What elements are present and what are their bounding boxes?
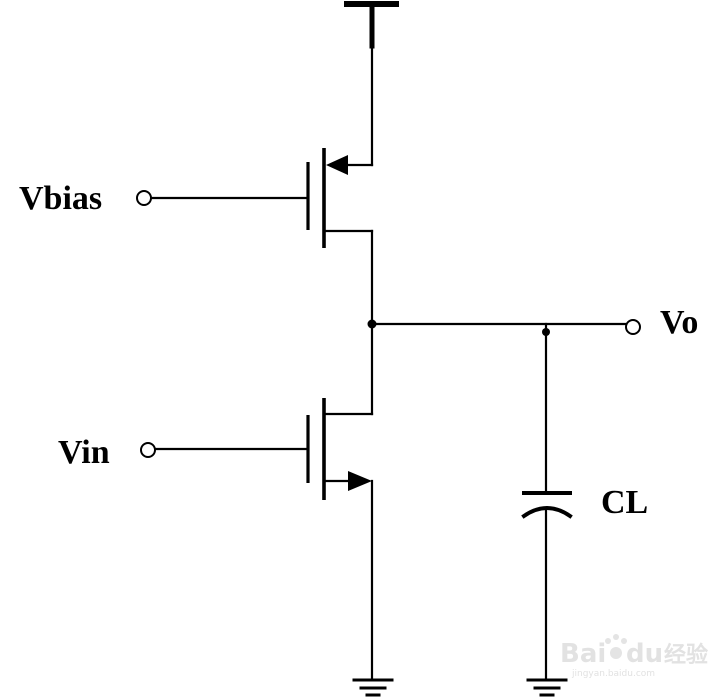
nmos-input-transistor [153, 322, 374, 682]
watermark-brand: Bai [560, 639, 606, 669]
pmos-source-arrow [326, 155, 348, 175]
vo-label: Vo [660, 304, 698, 341]
pmos-load-transistor [149, 44, 374, 326]
watermark-brand-tail: du [626, 639, 663, 669]
vbias-terminal [136, 190, 152, 206]
nmos-source-arrow [348, 471, 372, 491]
ground-symbol-capacitor [526, 678, 568, 697]
cl-label: CL [601, 484, 648, 521]
vdd-supply [344, 1, 399, 49]
vbias-label: Vbias [19, 180, 102, 217]
vin-label: Vin [58, 434, 110, 471]
vo-terminal [625, 319, 641, 335]
baidu-watermark: Bai du 经验 jingyan.baidu.com [560, 634, 708, 679]
load-capacitor [521, 330, 573, 682]
watermark-suffix: 经验 [664, 642, 708, 668]
watermark-url: jingyan.baidu.com [571, 669, 655, 679]
ground-symbol-transistor [352, 678, 394, 697]
output-node [367, 319, 627, 336]
paw-icon [605, 634, 627, 659]
vin-terminal [140, 442, 156, 458]
